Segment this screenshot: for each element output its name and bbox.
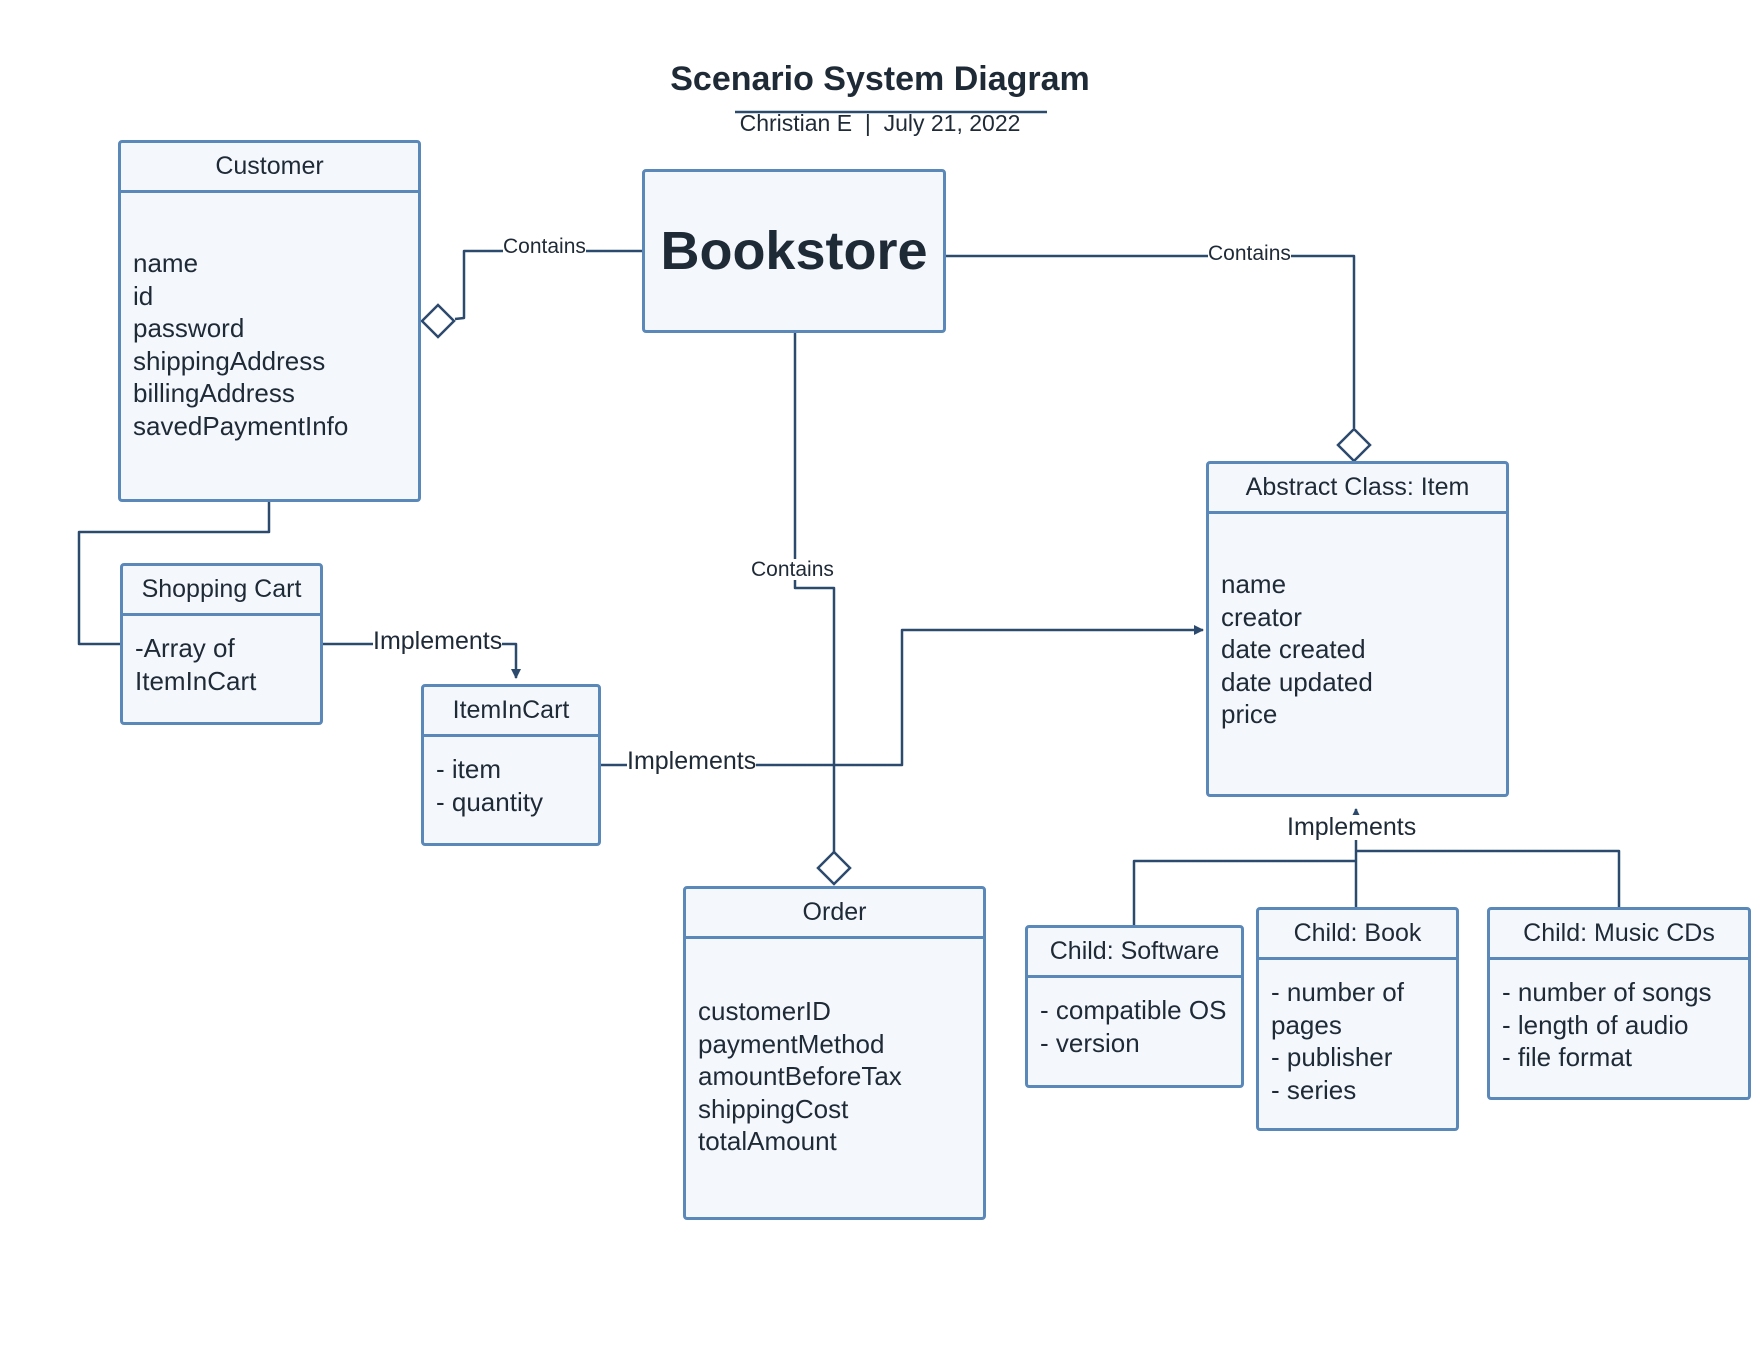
class-book[interactable]: Child: Book - number of pages - publishe…: [1256, 907, 1459, 1131]
aggregation-diamond-order: [816, 850, 852, 886]
attribute: paymentMethod: [698, 1028, 885, 1059]
attribute: pages: [1271, 1009, 1342, 1040]
label-itemincart-item: Implements: [627, 747, 757, 775]
class-customer-name: Customer: [121, 143, 418, 193]
attribute: - item: [436, 754, 501, 784]
class-software-attributes: - compatible OS - version: [1028, 978, 1241, 1059]
attribute: - publisher: [1271, 1042, 1393, 1072]
connector-bookstore-customer: [454, 249, 642, 321]
attribute: - series: [1271, 1074, 1357, 1105]
attribute: - number of: [1271, 977, 1404, 1007]
class-shopping-cart-attributes: -Array of ItemInCart: [123, 616, 320, 697]
attribute: date created: [1221, 634, 1366, 664]
class-itemincart-attributes: - item - quantity: [424, 737, 598, 818]
connector-music-item: [1356, 849, 1621, 907]
aggregation-diamond-item: [1336, 427, 1372, 463]
attribute: creator: [1221, 601, 1302, 632]
connector-itemincart-item: [600, 625, 1204, 767]
class-bookstore-name: Bookstore: [660, 221, 928, 281]
label-children-item: Implements: [1287, 813, 1417, 841]
attribute: savedPaymentInfo: [133, 410, 349, 441]
attribute: shippingAddress: [133, 345, 326, 376]
class-itemincart[interactable]: ItemInCart - item - quantity: [421, 684, 601, 846]
connector-customer-cart: [77, 500, 271, 646]
connector-bookstore-item: [944, 254, 1356, 428]
label-bookstore-item: Contains: [1208, 242, 1291, 265]
attribute: price: [1221, 699, 1278, 729]
attribute: name: [133, 248, 199, 278]
class-order-attributes: customerID paymentMethod amountBeforeTax…: [686, 939, 983, 1158]
attribute: shippingCost: [698, 1093, 849, 1124]
attribute: - version: [1040, 1027, 1140, 1058]
class-music-cds-attributes: - number of songs - length of audio - fi…: [1490, 960, 1748, 1074]
attribute: name: [1221, 569, 1287, 599]
attribute: - number of songs: [1502, 977, 1712, 1007]
attribute: billingAddress: [133, 378, 295, 408]
label-bookstore-order: Contains: [751, 558, 834, 581]
attribute: - file format: [1502, 1042, 1633, 1072]
diagram-title: Scenario System Diagram: [670, 60, 1090, 98]
label-cart-itemincart: Implements: [373, 627, 503, 655]
class-order-name: Order: [686, 889, 983, 939]
class-bookstore[interactable]: Bookstore: [642, 169, 946, 333]
class-item-attributes: name creator date created date updated p…: [1209, 514, 1506, 731]
label-bookstore-customer: Contains: [503, 235, 586, 258]
attribute: customerID: [698, 996, 831, 1026]
attribute: - compatible OS: [1040, 995, 1227, 1025]
attribute: ItemInCart: [135, 665, 257, 696]
attribute: id: [133, 280, 154, 311]
class-item-name: Abstract Class: Item: [1209, 464, 1506, 514]
attribute: - quantity: [436, 786, 543, 817]
class-book-attributes: - number of pages - publisher - series: [1259, 960, 1456, 1106]
aggregation-diamond-customer: [420, 303, 456, 339]
class-software-name: Child: Software: [1028, 928, 1241, 978]
class-customer[interactable]: Customer name id password shippingAddres…: [118, 140, 421, 502]
attribute: -Array of: [135, 633, 235, 663]
diagram-subtitle: Christian E | July 21, 2022: [739, 110, 1021, 136]
class-shopping-cart[interactable]: Shopping Cart -Array of ItemInCart: [120, 563, 323, 725]
class-order[interactable]: Order customerID paymentMethod amountBef…: [683, 886, 986, 1220]
attribute: amountBeforeTax: [698, 1061, 902, 1091]
class-book-name: Child: Book: [1259, 910, 1456, 960]
attribute: date updated: [1221, 666, 1373, 697]
class-music-cds-name: Child: Music CDs: [1490, 910, 1748, 960]
connector-software-item: [1132, 859, 1356, 925]
class-itemincart-name: ItemInCart: [424, 687, 598, 737]
class-music-cds[interactable]: Child: Music CDs - number of songs - len…: [1487, 907, 1751, 1100]
class-shopping-cart-name: Shopping Cart: [123, 566, 320, 616]
attribute: - length of audio: [1502, 1009, 1689, 1040]
class-item[interactable]: Abstract Class: Item name creator date c…: [1206, 461, 1509, 797]
connector-bookstore-order: [793, 332, 836, 852]
attribute: totalAmount: [698, 1126, 837, 1156]
class-customer-attributes: name id password shippingAddress billing…: [121, 193, 418, 442]
class-software[interactable]: Child: Software - compatible OS - versio…: [1025, 925, 1244, 1088]
attribute: password: [133, 313, 245, 343]
